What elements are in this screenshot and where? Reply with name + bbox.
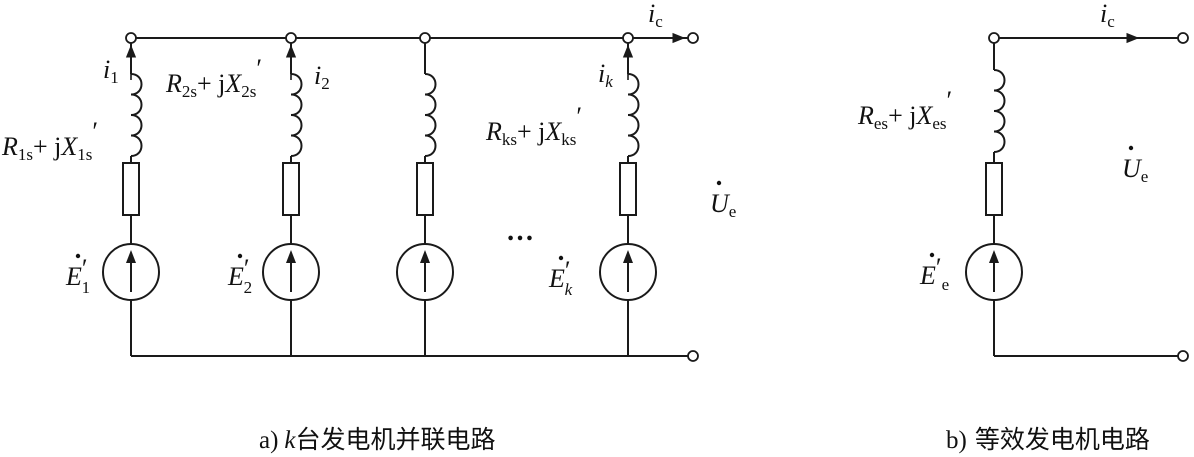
svg-text:Ue: Ue: [1122, 154, 1148, 186]
bus-node: [125, 32, 137, 44]
phasor-dot: [1128, 145, 1134, 151]
emf-arrow-head: [989, 250, 999, 263]
phasor-dot: [237, 253, 243, 259]
branch-1-impedance-label: R1s+ jX1s′: [1, 117, 98, 164]
eq-impedance-label: Res+ jXes′: [857, 86, 952, 133]
eq-terminal-bottom: [1177, 350, 1189, 362]
ellipsis: …: [506, 216, 534, 247]
eq-branch: [965, 43, 1023, 356]
panel-b-equivalent-generator: ic Res+ jXes′ E′e Ue b)等效发电机电路: [857, 0, 1189, 454]
output-voltage-label: Ue: [710, 180, 736, 221]
emf-arrow-head: [623, 250, 633, 263]
svg-text:E′e: E′e: [919, 253, 949, 294]
eq-terminal-top: [1177, 32, 1189, 44]
resistor: [122, 162, 140, 216]
branch-k-emf-label: E′k: [548, 256, 573, 299]
emf-arrow-head: [126, 250, 136, 263]
caption-b: b)等效发电机电路: [946, 426, 1150, 454]
bus-node: [622, 32, 634, 44]
output-terminal-top: [687, 32, 699, 44]
phasor-dot: [716, 180, 722, 186]
branch-k-current-label: ik: [598, 59, 613, 91]
branch-1-current-label: i1: [103, 55, 119, 87]
branch-2-current-label: i2: [314, 61, 330, 93]
phasor-dot: [929, 252, 935, 258]
inductor-coil: [290, 73, 303, 157]
output-terminal-bottom: [687, 350, 699, 362]
emf-arrow-head: [286, 250, 296, 263]
inductor-coil: [424, 73, 437, 157]
svg-text:Ue: Ue: [710, 189, 736, 221]
branch-2-emf-label: E′2: [227, 254, 252, 297]
eq-voltage-label: Ue: [1122, 145, 1148, 186]
resistor: [985, 162, 1003, 216]
eq-current-label: ic: [1100, 0, 1115, 31]
branch-1-emf-label: E′1: [65, 254, 90, 297]
resistor: [619, 162, 637, 216]
phasor-dot: [75, 253, 81, 259]
inductor-coil: [130, 73, 143, 157]
emf-arrow-head: [420, 250, 430, 263]
bus-node: [285, 32, 297, 44]
resistor: [282, 162, 300, 216]
branch-2-impedance-label: R2s+ jX2s′: [165, 54, 262, 101]
phasor-dot: [558, 255, 564, 261]
output-current-label: ic: [648, 0, 663, 31]
eq-emf-label: E′e: [919, 252, 949, 294]
eq-node-top: [988, 32, 1000, 44]
caption-a: a)k台发电机并联电路: [259, 426, 496, 454]
branch-k-impedance-label: Rks+ jXks′: [485, 102, 582, 149]
inductor-coil: [993, 69, 1006, 153]
resistor: [416, 162, 434, 216]
bus-node: [419, 32, 431, 44]
inductor-coil: [627, 73, 640, 157]
